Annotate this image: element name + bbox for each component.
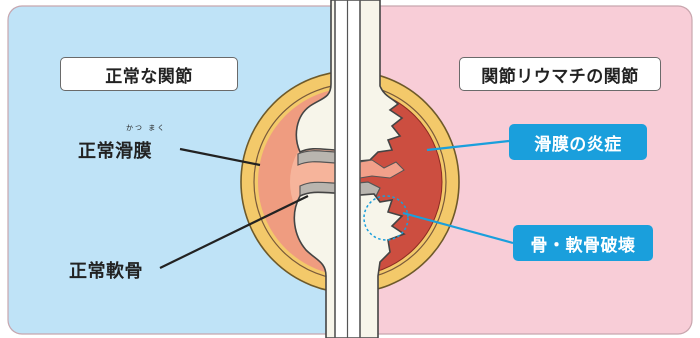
normal-joint-title: 正常な関節: [60, 57, 238, 91]
normal-cartilage-label: 正常軟骨: [69, 257, 143, 283]
rheumatoid-joint-title: 関節リウマチの関節: [459, 57, 661, 91]
bone-cartilage-destruction-label: 骨・軟骨破壊: [513, 225, 653, 261]
synovium-ruby-text: かつ まく: [126, 123, 166, 133]
synovitis-label: 滑膜の炎症: [509, 124, 647, 160]
normal-synovium-label: 正常滑膜: [78, 137, 152, 163]
